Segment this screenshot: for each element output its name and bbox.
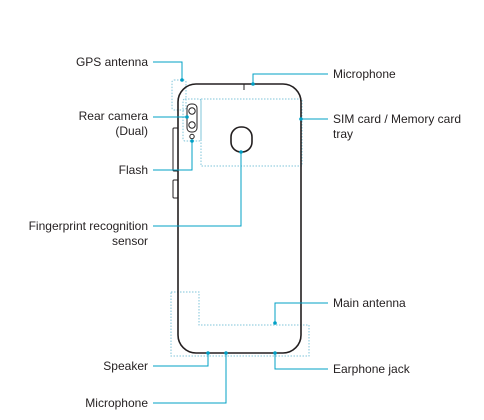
microphone-bottom-label: Microphone [85,396,148,410]
speaker-pointer [206,351,210,355]
main-antenna-label: Main antenna [333,296,406,310]
gps-antenna-leader [153,61,183,80]
rear-camera-label: Rear camera [79,109,149,123]
fingerprint-label-sensor: sensor [112,234,148,248]
main-antenna-pointer [273,321,277,325]
speaker-label: Speaker [103,359,148,373]
microphone-bottom-leader [153,353,227,404]
earphone-jack-label: Earphone jack [333,362,411,376]
microphone-top-leader [252,73,328,84]
microphone-top-pointer [251,82,255,86]
rear-camera-pointer [185,115,189,119]
gps-antenna-label: GPS antenna [76,55,148,69]
fingerprint-pointer [239,150,243,154]
sim-tray-label: SIM card / Memory card [333,112,461,126]
microphone-top-label: Microphone [333,67,396,81]
earphone-jack-pointer [273,351,277,355]
gps-antenna-pointer [180,78,184,82]
fingerprint-label: Fingerprint recognition [29,219,148,233]
rear-camera-label-dual: (Dual) [115,124,148,138]
flash-leader [153,141,193,171]
sim-tray-label-line2: tray [333,127,353,141]
sim-tray-pointer [299,117,303,121]
fingerprint-leader [153,152,242,227]
camera-area-zone [182,98,202,142]
flash-pointer [190,139,194,143]
main-antenna-leader [274,302,328,323]
earphone-jack-leader [274,353,328,370]
volume-key [172,127,179,172]
side-key [172,179,179,199]
microphone-bottom-pointer [224,351,228,355]
main-antenna-zone [170,291,310,357]
rear-camera-lens-2 [188,121,196,129]
flash-icon [189,133,195,140]
fingerprint-sensor [230,126,253,153]
phone-body-outline [177,83,302,354]
speaker-leader [153,353,209,367]
rear-camera-lens-1 [188,107,196,115]
gps-antenna-zone [171,79,187,111]
flash-label: Flash [119,163,148,177]
